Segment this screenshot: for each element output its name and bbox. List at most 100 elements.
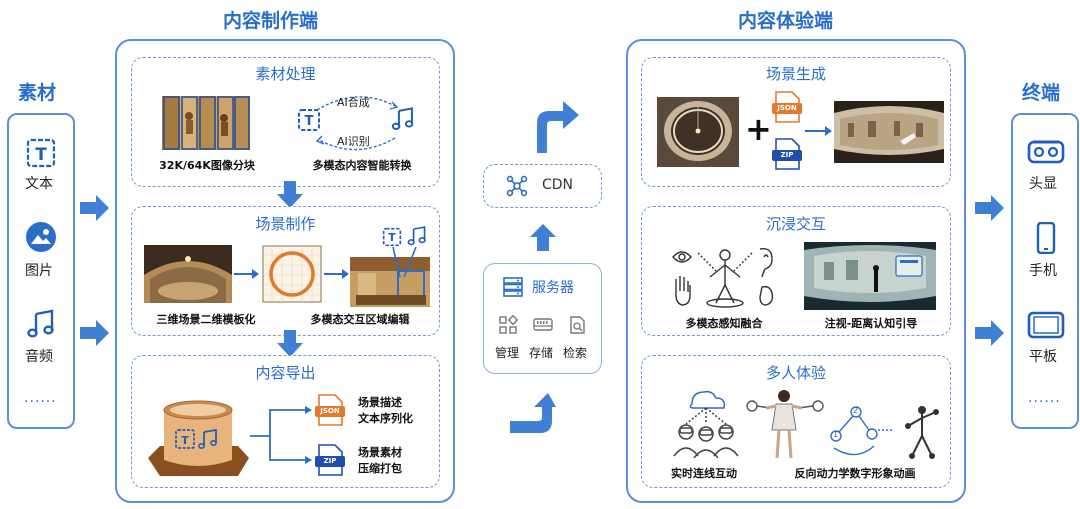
server-box: 服务器 管理 存储 检索 xyxy=(483,263,602,374)
export-desc-line2: 文本序列化 xyxy=(358,412,413,425)
multi-caption-left: 实时连线互动 xyxy=(671,467,737,480)
json-file-label: JSON xyxy=(320,407,340,415)
json-file-icon xyxy=(772,91,802,123)
creation-header: 内容制作端 xyxy=(223,10,319,32)
manage-grid-icon xyxy=(498,315,518,335)
json-file-label: JSON xyxy=(777,104,797,112)
template-circle-image xyxy=(262,245,322,303)
music-note-icon xyxy=(390,106,416,132)
split-arrows xyxy=(250,404,314,466)
json-file-icon xyxy=(315,394,345,426)
scene-title: 场景制作 xyxy=(255,215,316,233)
vr-headset-icon xyxy=(1027,137,1065,167)
server-title: 服务器 xyxy=(532,280,574,296)
export-title: 内容导出 xyxy=(255,364,316,382)
processing-section: 素材处理 32K/64K图像分块 AI合成 AI识别 xyxy=(131,57,440,187)
arrow-right-icon xyxy=(805,125,833,137)
arrow-right-icon xyxy=(80,318,110,348)
cdn-label: CDN xyxy=(542,177,574,193)
server-item-search: 检索 xyxy=(563,346,588,360)
plus-sign: + xyxy=(745,110,772,148)
terminal-label-tablet: 平板 xyxy=(1029,349,1057,365)
text-icon: T xyxy=(382,227,402,247)
arrow-right-icon xyxy=(234,268,260,280)
immersive-section: 沉浸交互 xyxy=(641,206,951,336)
ai-conversion-diagram xyxy=(297,90,422,154)
arrow-right-icon xyxy=(975,193,1005,223)
scene-cylinder-interior-image xyxy=(657,97,739,167)
export-section: 内容导出 T JSON ZIP 场景描述 文本序列化 xyxy=(131,355,440,488)
terminal-label-phone: 手机 xyxy=(1029,263,1057,279)
export-desc-line1: 场景描述 xyxy=(358,396,402,409)
scene-3d-image xyxy=(144,245,232,303)
painting-tiles-image xyxy=(162,94,250,152)
svg-text:T: T xyxy=(35,145,47,165)
region-link-lines xyxy=(390,247,420,281)
zip-file-label: ZIP xyxy=(780,151,794,159)
server-item-manage: 管理 xyxy=(495,346,520,360)
storage-drive-icon xyxy=(532,315,554,335)
terminals-panel: 头显 手机 平板 ...... xyxy=(1011,113,1079,429)
export-pack-line1: 场景素材 xyxy=(358,446,402,459)
ik-num-1: 1 xyxy=(833,430,839,439)
server-icon xyxy=(502,276,524,298)
materials-header: 素材 xyxy=(18,82,57,104)
material-label-image: 图片 xyxy=(25,263,53,279)
terminal-label-headset: 头显 xyxy=(1029,176,1057,192)
svg-text:T: T xyxy=(388,231,396,244)
curved-arrow-up-right-icon xyxy=(535,97,581,153)
multimodal-body-diagram xyxy=(670,243,780,309)
scene-caption-left: 三维场景二维模板化 xyxy=(156,313,256,326)
arrow-down-icon xyxy=(276,330,304,358)
music-note-icon xyxy=(406,225,428,247)
cdn-box: CDN xyxy=(483,164,602,208)
text-icon: T xyxy=(297,108,321,132)
ai-synth-label: AI合成 xyxy=(337,96,370,109)
scene-caption-right: 多模态交互区域编辑 xyxy=(310,313,410,326)
multimodal-caption: 多模态内容智能转换 xyxy=(312,159,412,172)
scene-gen-section: 场景生成 + JSON ZIP xyxy=(641,57,951,187)
multi-caption-right: 反向动力学数字形象动画 xyxy=(794,467,916,480)
export-pack-line2: 压缩打包 xyxy=(358,462,402,475)
text-icon: T xyxy=(26,138,56,168)
materials-panel: T 文本 图片 音频 ...... xyxy=(7,113,75,429)
arrow-down-icon xyxy=(276,181,304,209)
multi-user-title: 多人体验 xyxy=(765,364,826,382)
phone-icon xyxy=(1036,222,1056,254)
generated-scene-image xyxy=(834,101,944,163)
immersive-caption-left: 多模态感知融合 xyxy=(685,317,763,330)
ai-recog-label: AI识别 xyxy=(337,135,370,148)
svg-text:T: T xyxy=(305,114,314,129)
server-item-storage: 存储 xyxy=(529,346,554,360)
scene-gen-title: 场景生成 xyxy=(765,65,826,83)
processing-title: 素材处理 xyxy=(255,65,316,83)
tablet-icon xyxy=(1027,311,1065,339)
immersive-title: 沉浸交互 xyxy=(765,215,826,233)
ik-chain-diagram xyxy=(826,400,946,464)
image-icon xyxy=(25,221,57,253)
search-document-icon xyxy=(568,315,588,335)
arrow-up-icon xyxy=(529,223,557,251)
scene-cylinder-image: T xyxy=(146,396,251,480)
music-note-icon xyxy=(25,308,57,340)
scene-section: 场景制作 xyxy=(131,206,440,336)
avatar-mocap-image xyxy=(744,386,826,460)
arrow-right-icon xyxy=(80,193,110,223)
experience-header: 内容体验端 xyxy=(738,10,834,32)
material-label-audio: 音频 xyxy=(25,349,53,365)
network-nodes-icon xyxy=(506,175,528,197)
materials-more: ...... xyxy=(24,390,57,406)
zip-file-icon xyxy=(315,444,345,476)
terminals-more: ...... xyxy=(1028,390,1061,406)
curved-arrow-right-up-icon xyxy=(510,391,556,435)
multi-user-section: 多人体验 xyxy=(641,355,951,488)
terminals-header: 终端 xyxy=(1022,82,1061,104)
gaze-guidance-image xyxy=(804,242,936,310)
tile-caption: 32K/64K图像分块 xyxy=(159,159,255,172)
immersive-caption-right: 注视-距离认知引导 xyxy=(824,317,918,330)
zip-file-label: ZIP xyxy=(323,457,337,465)
arrow-right-icon xyxy=(324,268,350,280)
connected-users-icon xyxy=(666,388,746,458)
material-label-text: 文本 xyxy=(25,176,53,192)
arrow-right-icon xyxy=(975,318,1005,348)
